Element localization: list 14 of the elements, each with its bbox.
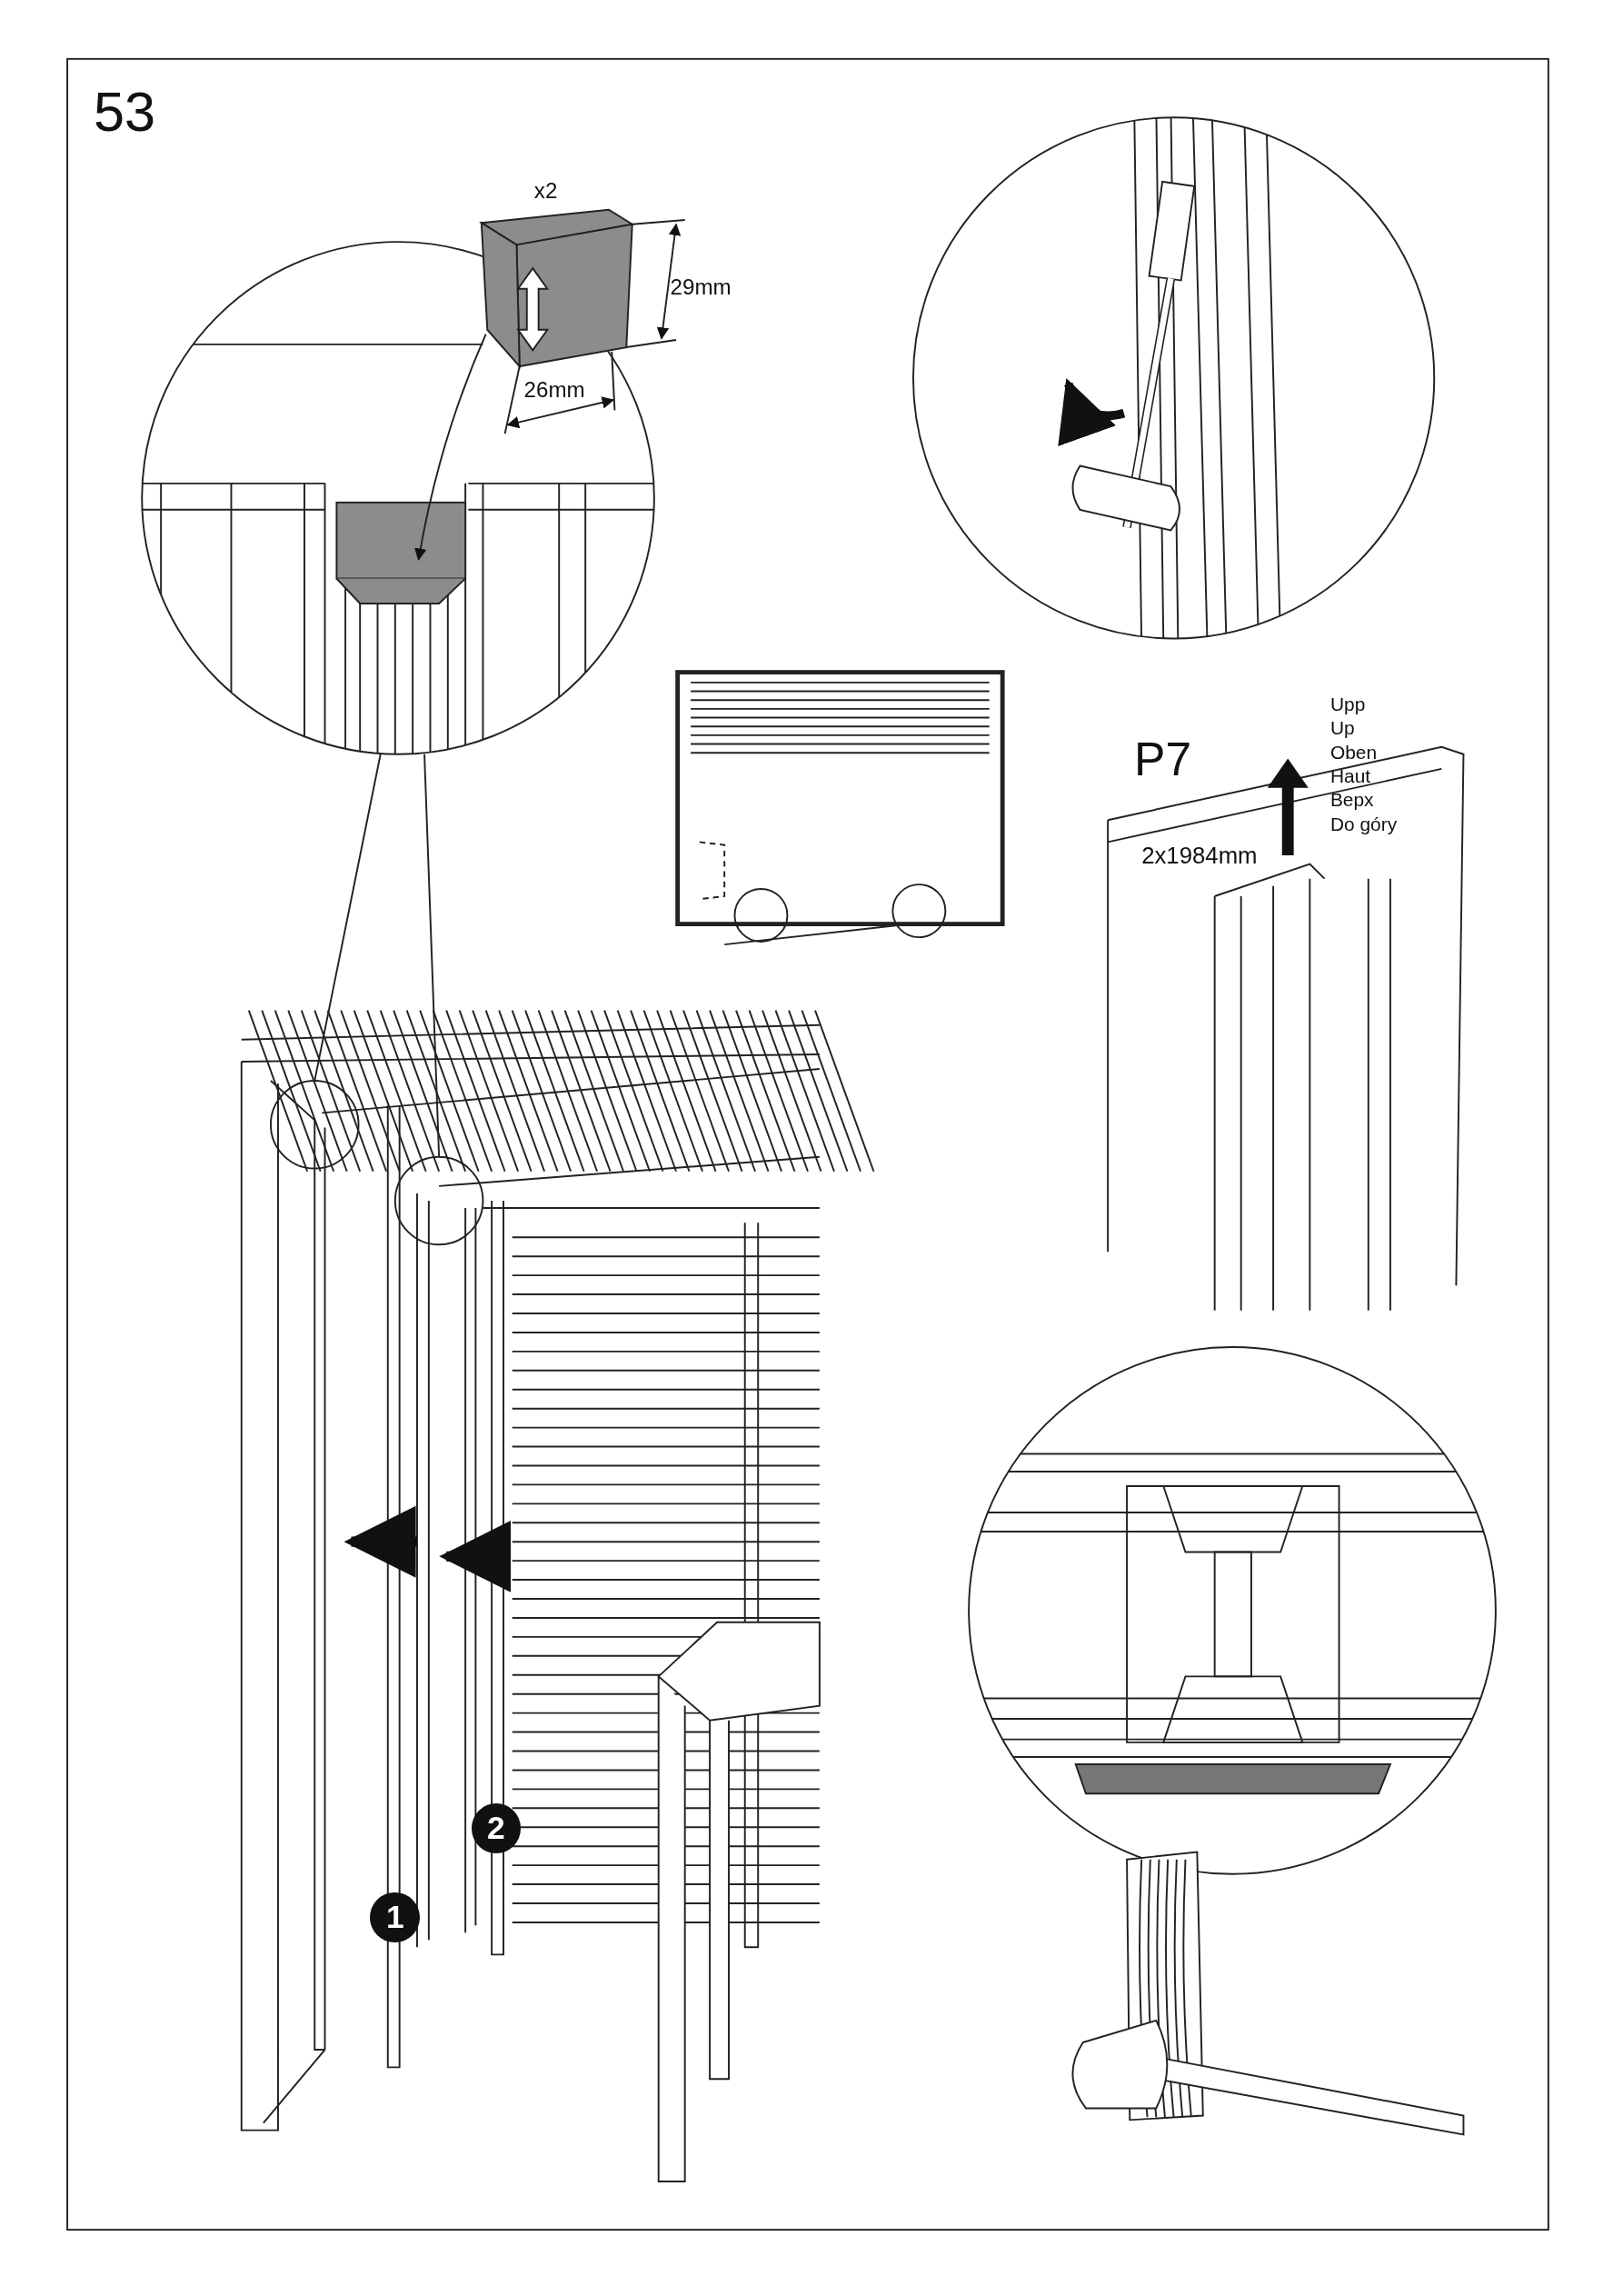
- direction-text: Верх: [1329, 790, 1374, 810]
- dimension-label: 29mm: [670, 276, 732, 299]
- direction-text: Haut: [1329, 766, 1371, 786]
- dimension-label: 2x1984mm: [1141, 844, 1258, 868]
- direction-text: Oben: [1329, 744, 1378, 764]
- direction-text: Up: [1329, 718, 1355, 738]
- part-number: P7: [1134, 736, 1192, 784]
- step-number: 53: [94, 85, 156, 141]
- callout-number: 2: [471, 1803, 522, 1853]
- direction-text: Do góry: [1329, 815, 1398, 834]
- callout-number: 1: [370, 1892, 421, 1943]
- dimension-label: 26mm: [523, 379, 585, 402]
- quantity-label: x2: [533, 180, 558, 203]
- direction-text: Upp: [1329, 694, 1366, 714]
